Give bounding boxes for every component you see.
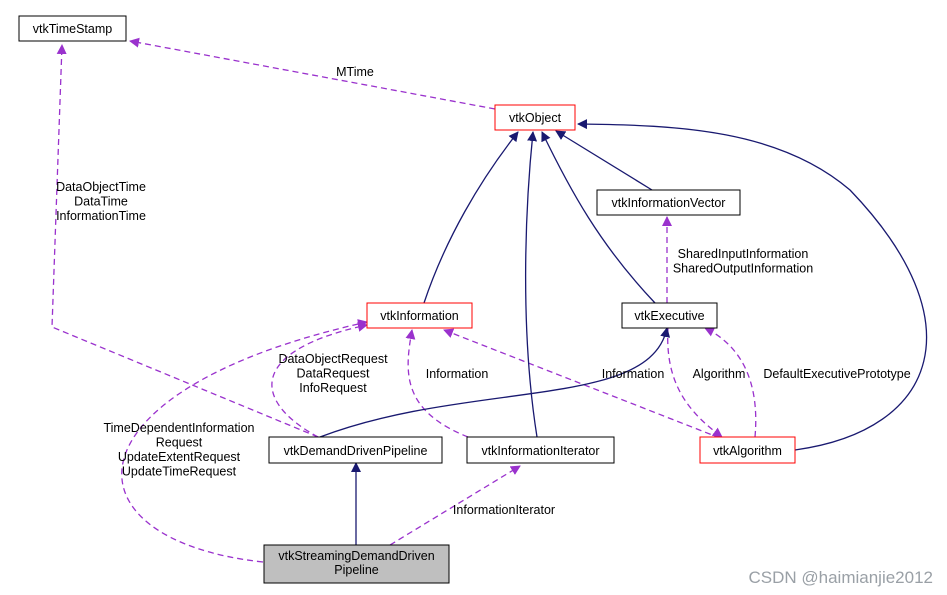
- node-vtk-time-stamp[interactable]: vtkTimeStamp: [18, 15, 127, 42]
- node-vtk-executive[interactable]: vtkExecutive: [621, 302, 718, 329]
- edge-information-object: [423, 131, 519, 304]
- edge-label-iterator-streaming: InformationIterator: [453, 503, 555, 517]
- node-label: vtkDemandDrivenPipeline: [284, 444, 428, 458]
- text-line: Algorithm: [693, 367, 746, 381]
- edge-iterator-streaming: [389, 465, 521, 546]
- edge-label-algorithm-executive: DefaultExecutivePrototype: [763, 367, 910, 381]
- text-line: Information: [426, 367, 489, 381]
- text-line: vtkObject: [509, 111, 562, 125]
- edge-iterator-object: [524, 131, 538, 438]
- node-vtk-demand-driven-pipeline[interactable]: vtkDemandDrivenPipeline: [268, 436, 443, 464]
- text-line: DataObjectTime: [56, 180, 146, 194]
- edge-ddpipeline-executive: [319, 327, 671, 438]
- edge-label-mtime: MTime: [336, 65, 374, 79]
- text-line: Request: [156, 436, 203, 450]
- text-line: SharedOutputInformation: [673, 262, 813, 276]
- edge-algorithm-executive: [704, 327, 757, 438]
- node-label: vtkObject: [509, 111, 562, 125]
- text-line: DefaultExecutivePrototype: [763, 367, 910, 381]
- text-line: vtkTimeStamp: [33, 22, 112, 36]
- text-line: InfoRequest: [299, 381, 367, 395]
- nodes: vtkTimeStamp vtkObject vtkInformationVec…: [18, 15, 796, 584]
- text-line: DataTime: [74, 195, 128, 209]
- text-line: Information: [602, 367, 665, 381]
- node-label: vtkTimeStamp: [33, 22, 112, 36]
- node-label: vtkInformation: [380, 309, 459, 323]
- edge-information-algorithm: [443, 328, 721, 439]
- text-line: vtkDemandDrivenPipeline: [284, 444, 428, 458]
- text-line: vtkAlgorithm: [713, 444, 782, 458]
- node-vtk-information-vector[interactable]: vtkInformationVector: [596, 189, 741, 216]
- edge-label-information-algorithm: Information: [602, 367, 665, 381]
- node-label: vtkAlgorithm: [713, 444, 782, 458]
- edge-timestamp-ddpipeline: [51, 44, 319, 438]
- edge-information-iterator: [405, 329, 469, 438]
- text-line: vtkInformationVector: [612, 196, 726, 210]
- edge-executive-algorithm: [667, 327, 723, 438]
- edge-algorithm-object: [577, 119, 928, 451]
- node-vtk-information[interactable]: vtkInformation: [366, 302, 473, 329]
- edge-information-streaming: [121, 319, 368, 563]
- watermark: CSDN @haimianjie2012: [748, 568, 933, 587]
- edge-mtime: [129, 37, 496, 110]
- node-vtk-information-iterator[interactable]: vtkInformationIterator: [466, 436, 615, 464]
- text-line: UpdateTimeRequest: [122, 465, 237, 479]
- edge-label-executive-algorithm: Algorithm: [693, 367, 746, 381]
- node-vtk-object[interactable]: vtkObject: [494, 104, 576, 131]
- text-line: DataObjectRequest: [278, 352, 388, 366]
- edge-infovector-object: [555, 130, 653, 191]
- text-line: vtkInformation: [380, 309, 459, 323]
- text-line: SharedInputInformation: [678, 247, 809, 261]
- text-line: InformationTime: [56, 209, 146, 223]
- text-line: vtkStreamingDemandDriven: [278, 549, 434, 563]
- text-line: Pipeline: [334, 563, 379, 577]
- node-vtk-algorithm[interactable]: vtkAlgorithm: [699, 436, 796, 464]
- text-line: UpdateExtentRequest: [118, 450, 241, 464]
- node-label: vtkExecutive: [634, 309, 704, 323]
- node-label: vtkInformationIterator: [481, 444, 599, 458]
- text-line: vtkExecutive: [634, 309, 704, 323]
- node-label: vtkInformationVector: [612, 196, 726, 210]
- edge-label-information-iterator: Information: [426, 367, 489, 381]
- edges: [51, 37, 928, 563]
- text-line: DataRequest: [297, 367, 370, 381]
- edge-information-ddpipeline: [271, 321, 368, 438]
- text-line: InformationIterator: [453, 503, 555, 517]
- text-line: vtkInformationIterator: [481, 444, 599, 458]
- edge-executive-object: [541, 131, 656, 304]
- text-line: TimeDependentInformation: [103, 421, 254, 435]
- text-line: MTime: [336, 65, 374, 79]
